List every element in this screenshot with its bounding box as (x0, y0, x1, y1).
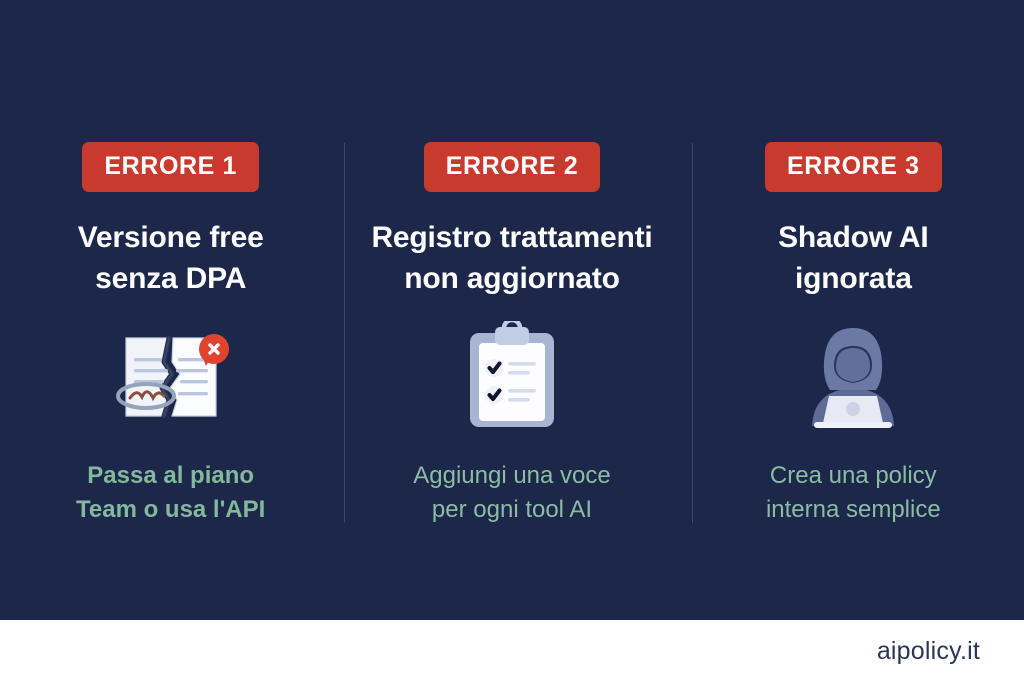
error-solution-2: Aggiungi una voce per ogni tool AI (413, 462, 611, 524)
error-columns: ERRORE 1 Versione free senza DPA (0, 0, 1024, 620)
error-solution-3: Crea una policy interna semplice (765, 462, 941, 524)
error-column-3: ERRORE 3 Shadow AI ignorata (683, 0, 1024, 620)
footer-bar: aipolicy.it (0, 620, 1024, 683)
error-headline-1: Versione free senza DPA (77, 221, 264, 295)
clipboard-checklist-icon (462, 317, 562, 437)
error-badge-2: ERRORE 2 (423, 142, 601, 192)
brand-label: aipolicy.it (876, 637, 980, 665)
error-badge-1: ERRORE 1 (82, 142, 259, 192)
hooded-hacker-laptop-icon (800, 317, 906, 437)
error-column-1: ERRORE 1 Versione free senza DPA (0, 0, 341, 620)
torn-contract-icon (106, 317, 236, 437)
error-headline-2: Registro trattamenti non aggiornato (371, 221, 653, 295)
error-solution-1: Passa al piano Team o usa l'API (76, 462, 266, 524)
column-divider-2 (692, 143, 693, 523)
content-panel (0, 0, 1024, 620)
error-headline-3: Shadow AI ignorata (778, 221, 929, 295)
error-badge-3: ERRORE 3 (765, 142, 942, 192)
error-column-2: ERRORE 2 Registro trattamenti non aggior… (341, 0, 682, 620)
column-divider-1 (344, 143, 345, 523)
